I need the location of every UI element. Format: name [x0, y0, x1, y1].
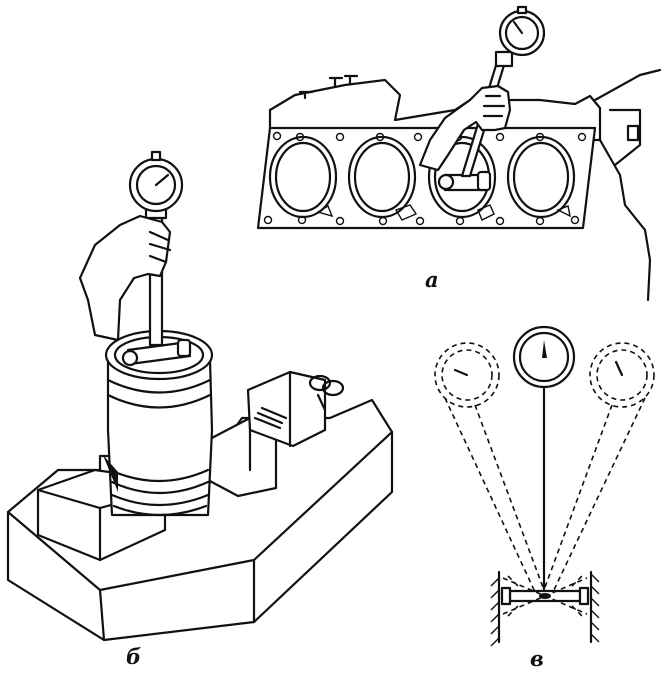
bench	[6, 398, 394, 642]
cylinder-bores	[268, 135, 576, 219]
figure-a-engine-block	[256, 5, 662, 302]
left-dial-dashed	[434, 342, 545, 593]
figure-b-liner-on-bench	[6, 150, 394, 642]
figure-c-gauge-tilt-diagram	[434, 325, 655, 647]
right-dial-dashed	[543, 342, 655, 593]
label-b: б	[126, 644, 141, 669]
center-dial	[512, 325, 576, 592]
hand-b	[78, 214, 172, 342]
measuring-rod	[500, 575, 590, 617]
label-a: а	[425, 267, 439, 292]
label-v: в	[530, 646, 544, 671]
bore-walls	[490, 570, 600, 647]
